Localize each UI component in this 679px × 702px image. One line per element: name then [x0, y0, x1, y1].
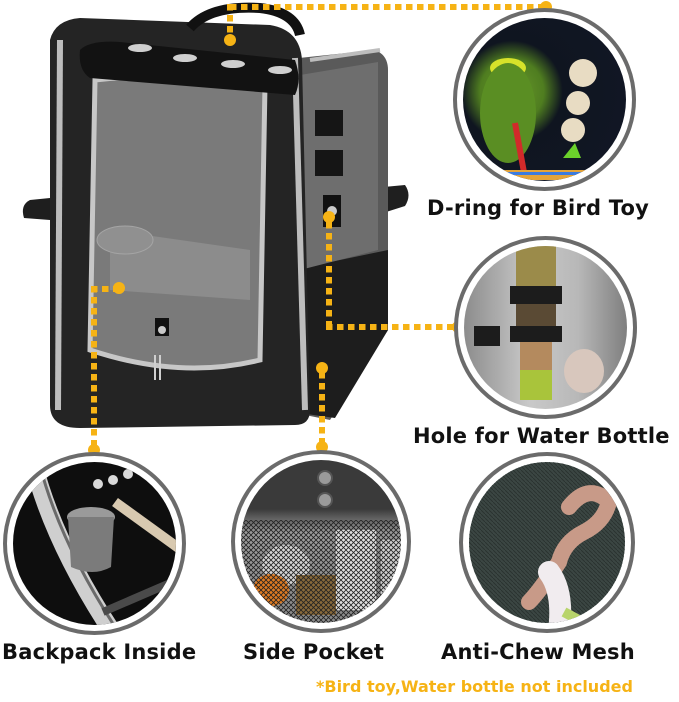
feature-image-water-bottle — [454, 236, 637, 419]
bird-feet-mesh-icon — [469, 462, 625, 623]
feature-image-anti-chew-mesh — [459, 452, 635, 633]
cup-and-perch-icon — [24, 462, 176, 625]
water-bottle-icon — [474, 246, 604, 400]
feature-image-backpack-inside — [3, 452, 186, 635]
backpack-illustration — [22, 2, 409, 428]
feature-image-side-pocket — [231, 450, 411, 633]
parrot-toy-icon — [480, 58, 597, 180]
feature-label-side-pocket: Side Pocket — [243, 640, 385, 664]
feature-label-backpack-inside: Backpack Inside — [2, 640, 197, 664]
feature-label-d-ring: D-ring for Bird Toy — [427, 196, 649, 220]
mesh-pocket-icon — [241, 470, 401, 623]
feature-label-anti-chew-mesh: Anti-Chew Mesh — [441, 640, 635, 664]
feature-label-water-bottle: Hole for Water Bottle — [413, 424, 670, 448]
backpack-product-image — [10, 0, 410, 440]
footnote-not-included: *Bird toy,Water bottle not included — [316, 677, 633, 696]
feature-image-d-ring — [453, 8, 636, 191]
